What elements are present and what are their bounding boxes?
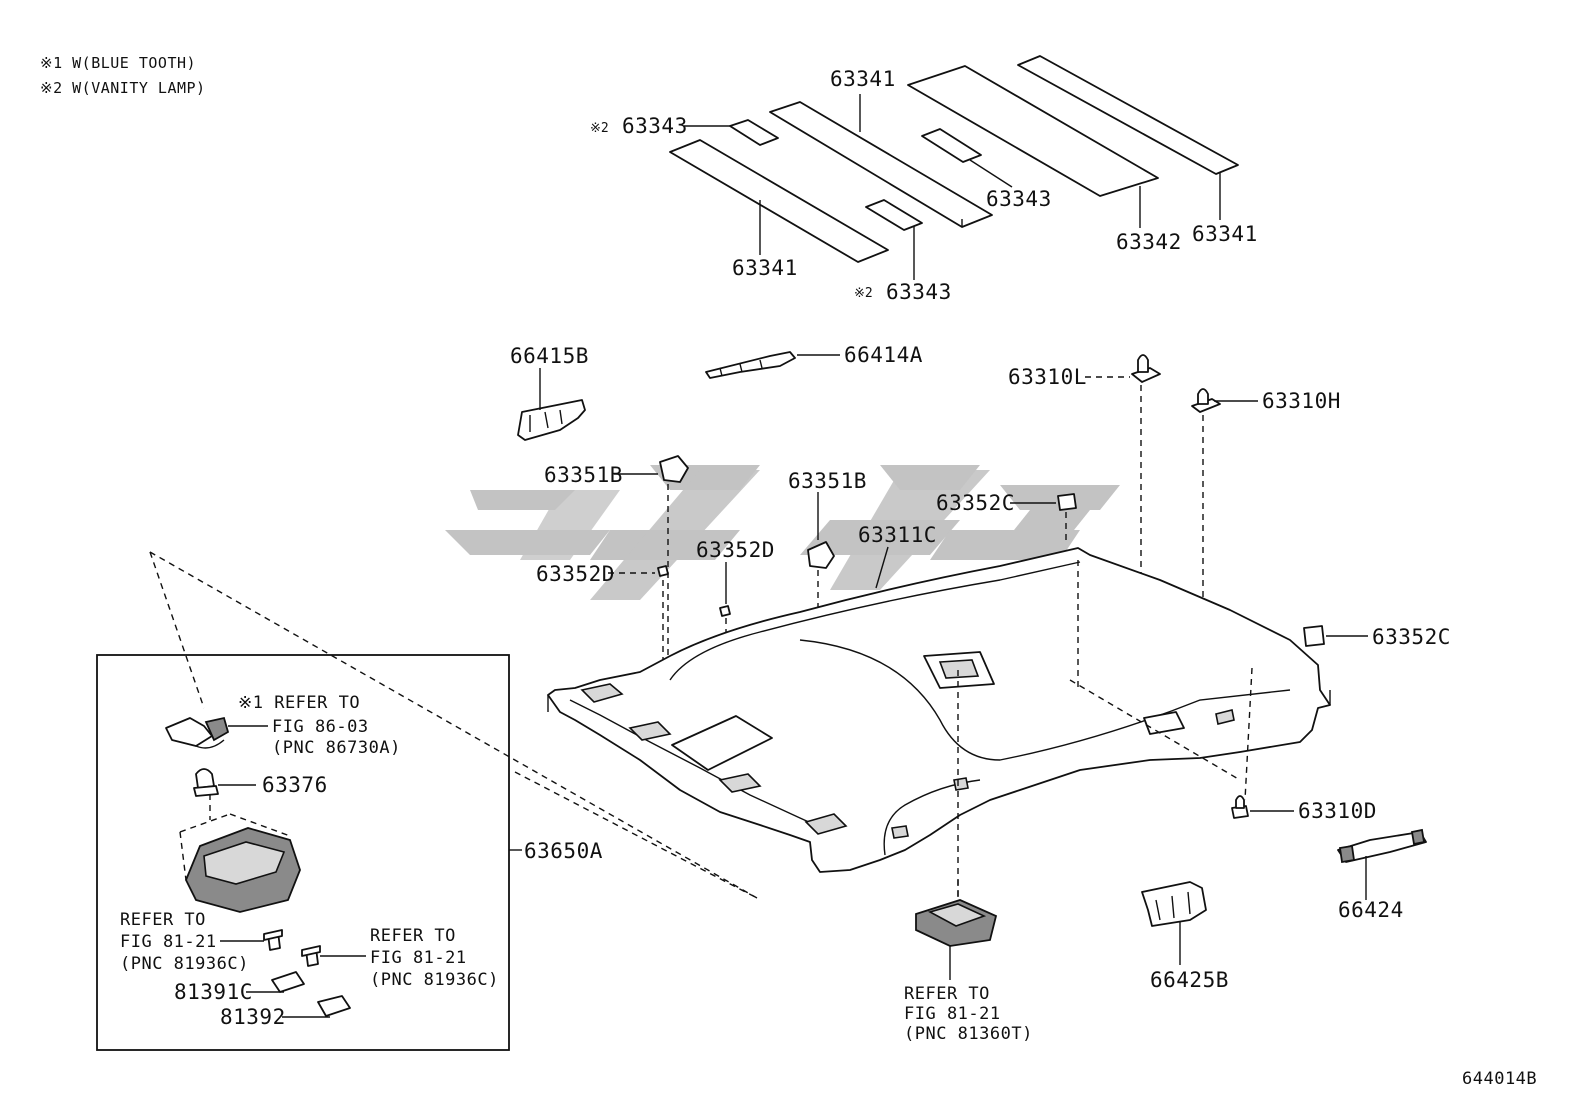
callout-63310D: 63310D (1298, 799, 1377, 823)
callout-63311C: 63311C (858, 523, 937, 547)
callout-66414A: 66414A (844, 343, 923, 367)
block-63352C-top[interactable] (1010, 493, 1077, 540)
note-vanity-lamp: ※2 W(VANITY LAMP) (40, 79, 206, 97)
handle-66424[interactable] (1337, 828, 1427, 900)
callout-63341-left: 63341 (732, 256, 798, 280)
ref-bluetooth-line2: FIG 86-03 (272, 717, 369, 737)
map-lamp[interactable] (915, 880, 998, 980)
ref-clip-left-line1: REFER TO (120, 910, 206, 930)
bluetooth-microphone[interactable] (165, 716, 268, 749)
callout-66424: 66424 (1338, 898, 1404, 922)
ref-bluetooth-line3: (PNC 86730A) (272, 738, 401, 758)
note-bluetooth: ※1 W(BLUE TOOTH) (40, 54, 196, 72)
callout-63342: 63342 (1116, 230, 1182, 254)
ref-map-lamp-line2: FIG 81-21 (904, 1004, 1001, 1024)
block-63352C-right[interactable] (1303, 625, 1368, 647)
screw-left[interactable] (220, 929, 283, 951)
pad-63341-left[interactable] (669, 139, 889, 263)
plate-81391C[interactable] (246, 971, 305, 993)
callout-63310L: 63310L (1008, 365, 1087, 389)
callout-63650A: 63650A (524, 839, 603, 863)
ref-clip-right-line3: (PNC 81936C) (370, 970, 499, 990)
pad-63343-top[interactable] (729, 119, 779, 146)
callout-63351B-mid: 63351B (788, 469, 867, 493)
callout-63352C-right: 63352C (1372, 625, 1451, 649)
clip-63376[interactable] (193, 768, 256, 797)
callout-63376: 63376 (262, 773, 328, 797)
ref-clip-right-line2: FIG 81-21 (370, 948, 467, 968)
callout-63343-topleft-mark: ※2 (590, 121, 609, 136)
clip-63310D[interactable] (1231, 795, 1294, 819)
block-63351B-left[interactable] (614, 455, 689, 700)
callout-63310H: 63310H (1262, 389, 1341, 413)
callout-63341-center: 63341 (830, 67, 896, 91)
callout-63352C-top: 63352C (936, 491, 1015, 515)
overhead-console[interactable] (179, 794, 301, 913)
bracket-66414A[interactable] (705, 351, 840, 379)
callout-81392: 81392 (220, 1005, 286, 1029)
pad-63341-right[interactable] (1017, 55, 1239, 175)
pad-63343-middle[interactable] (921, 128, 982, 163)
pad-63343-bottom[interactable] (865, 199, 923, 231)
ref-clip-right-line1: REFER TO (370, 926, 456, 946)
callout-81391C: 81391C (174, 980, 253, 1004)
inset-63650A (96, 551, 758, 1051)
plate-81392[interactable] (282, 995, 351, 1018)
headliner-63311C[interactable] (547, 547, 1331, 873)
bracket-66425B[interactable] (1141, 881, 1207, 965)
watermark-logo (445, 465, 1120, 600)
callout-63343-middle: 63343 (986, 187, 1052, 211)
callout-66425B: 66425B (1150, 968, 1229, 992)
callout-66415B: 66415B (510, 344, 589, 368)
bracket-66415B[interactable] (517, 368, 586, 441)
ref-map-lamp-line1: REFER TO (904, 984, 990, 1004)
ref-clip-left-line3: (PNC 81936C) (120, 954, 249, 974)
figure-code: 644014B (1462, 1069, 1537, 1089)
ref-clip-left-line2: FIG 81-21 (120, 932, 217, 952)
clip-63310L[interactable] (1085, 354, 1161, 605)
callout-63352D-left: 63352D (536, 562, 615, 586)
callout-63343-bottom-mark: ※2 (854, 286, 873, 301)
screw-right[interactable] (301, 945, 366, 967)
callout-63341-right: 63341 (1192, 222, 1258, 246)
callout-63343-bottom: 63343 (886, 280, 952, 304)
callout-63343-topleft: 63343 (622, 114, 688, 138)
pad-63341-center[interactable] (769, 101, 993, 228)
clip-63310H[interactable] (1191, 388, 1258, 635)
callout-63352D-mid: 63352D (696, 538, 775, 562)
ref-bluetooth-line1: ※1 REFER TO (238, 693, 360, 713)
callout-63351B-left: 63351B (544, 463, 623, 487)
pad-63342[interactable] (907, 65, 1159, 197)
ref-map-lamp-line3: (PNC 81360T) (904, 1024, 1033, 1044)
